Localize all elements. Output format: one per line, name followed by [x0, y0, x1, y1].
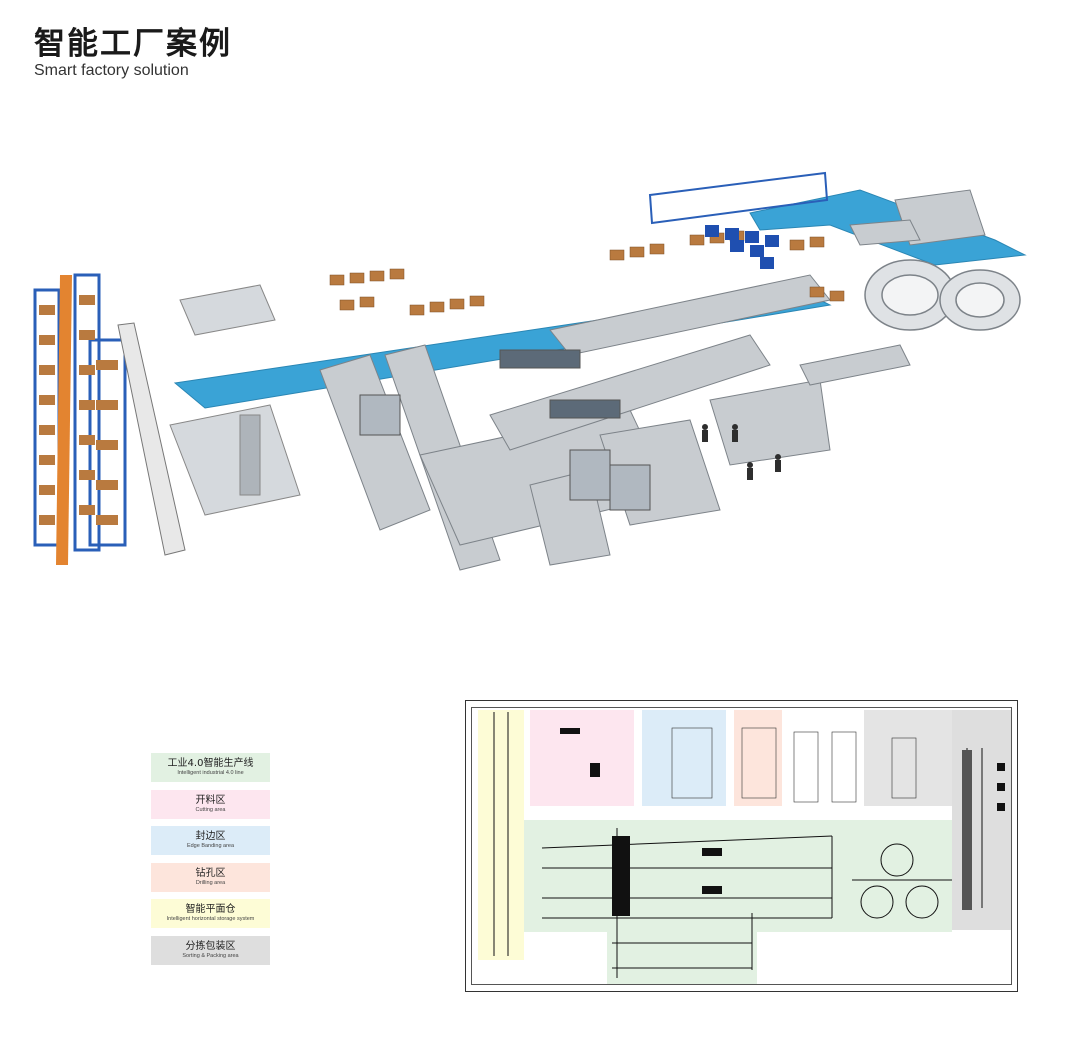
legend-label-zh: 分拣包装区 [185, 940, 236, 952]
legend-label-zh: 开料区 [195, 794, 226, 806]
workers [702, 424, 781, 480]
left-storage-racks [33, 273, 127, 565]
cutting-machines [169, 284, 301, 516]
area-legend: 工业4.0智能生产线 Intelligent industrial 4.0 li… [151, 753, 270, 972]
zone-line [524, 820, 952, 932]
legend-label-en: Intelligent industrial 4.0 line [177, 770, 244, 776]
conveyor-network [319, 274, 911, 571]
zone-top-gray [864, 710, 952, 806]
legend-item-drilling: 钻孔区 Drilling area [151, 862, 270, 892]
blue-containers [705, 225, 779, 269]
legend-label-zh: 钻孔区 [195, 867, 226, 879]
floor-plan-inner [471, 707, 1012, 985]
legend-label-zh: 智能平面仓 [185, 904, 236, 915]
top-racks [648, 171, 829, 225]
floor-plan [465, 700, 1018, 992]
circular-sorting-system [864, 259, 1021, 331]
legend-label-en: Intelligent horizontal storage system [166, 916, 255, 922]
legend-item-cutting: 开料区 Cutting area [151, 789, 270, 819]
floor-plan-drawing [478, 710, 1011, 984]
legend-item-storage: 智能平面仓 Intelligent horizontal storage sys… [151, 899, 270, 928]
long-feed-conveyor [117, 322, 186, 556]
line-machines [359, 349, 651, 511]
legend-item-sorting-packing: 分拣包装区 Sorting & Packing area [151, 935, 270, 965]
zone-edge-banding [642, 710, 726, 806]
legend-label-zh: 封边区 [195, 831, 226, 842]
storage-boxes [329, 230, 845, 316]
legend-label-zh: 工业4.0智能生产线 [167, 758, 254, 769]
legend-item-edge-banding: 封边区 Edge Banding area [151, 826, 270, 855]
legend-label-en: Drilling area [195, 879, 226, 886]
page-title: 智能工厂案例 [34, 26, 232, 62]
zone-line-lower [607, 932, 757, 984]
packing-station [849, 189, 986, 246]
legend-label-en: Cutting area [195, 806, 226, 813]
page-subtitle: Smart factory solution [34, 62, 189, 79]
zone-storage [478, 710, 524, 960]
legend-label-en: Sorting & Packing area [182, 952, 239, 959]
factory-3d-render [33, 171, 1027, 571]
zone-cutting [530, 710, 634, 806]
zone-drilling [734, 710, 782, 806]
legend-label-en: Edge Banding area [186, 843, 235, 849]
legend-item-production-line: 工业4.0智能生产线 Intelligent industrial 4.0 li… [151, 753, 270, 782]
